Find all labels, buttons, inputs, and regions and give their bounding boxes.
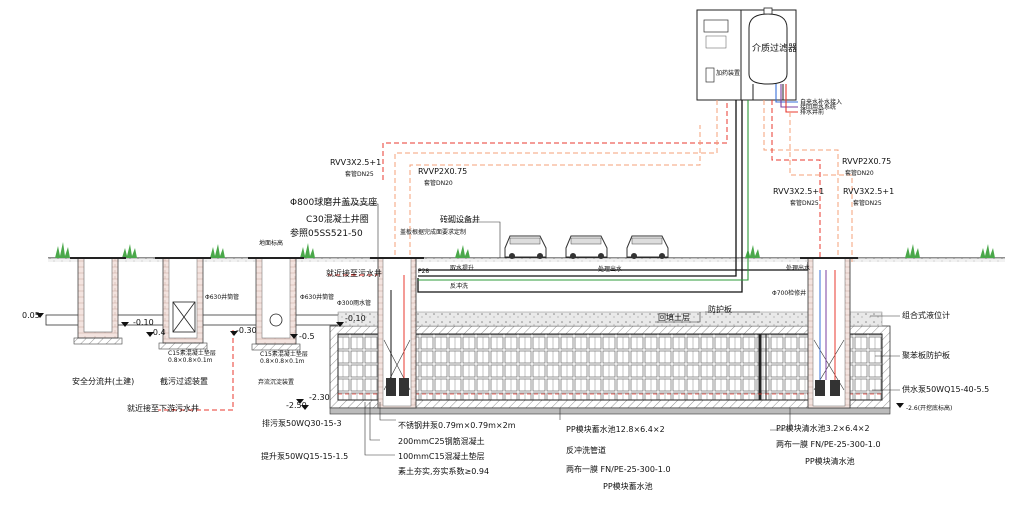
pipe-p-tag: P28: [418, 268, 430, 275]
legend-line3: 排水井前: [800, 109, 825, 116]
filter-outlet-pipes: [775, 84, 798, 113]
outflow-label: 处理出水: [598, 266, 623, 273]
pad2-label: C15素混凝土垫层: [260, 351, 308, 358]
elevation-markers: [36, 313, 904, 410]
elev-3: -0.4: [150, 328, 166, 337]
steel-well-label: 不锈钢井泵0.79m×0.79m×2m: [398, 421, 516, 430]
pad1-size-label: 0.8×0.8×0.1m: [168, 357, 213, 364]
equipment-well-right: [800, 257, 858, 409]
right-cable-b-conduit-label: 套管DN25: [853, 200, 882, 207]
safety-diversion-well: [70, 257, 126, 345]
right-signal-label: RVVP2X0.75: [842, 157, 892, 166]
elev-1: 0.05: [22, 311, 40, 320]
elev-4: -0.30: [236, 326, 257, 335]
car-icon: [565, 235, 608, 259]
equipment-well-left: [370, 257, 424, 409]
protect-board-label: 防护板: [708, 305, 732, 314]
outflow-right-label: 处理出水: [786, 265, 811, 272]
equipment-cover-note: 盖板根据完成面要求定制: [400, 229, 467, 236]
right-signal-conduit-label: 套管DN20: [845, 170, 874, 177]
leader-lines: [345, 203, 900, 456]
pipe-300-tag: Φ300雨水管: [337, 300, 372, 307]
clear-pool-label: PP模块清水池3.2×6.4×2: [776, 424, 870, 433]
dosing-box-label: 加药装置: [716, 70, 741, 77]
level-meter-label: 组合式液位计: [902, 311, 950, 320]
right-cable-b-label: RVV3X2.5+1: [843, 187, 895, 196]
filter-device-label: 截污过滤装置: [160, 377, 208, 386]
elev-6: -0.10: [345, 314, 366, 323]
cushion-label: 100mmC15混凝土垫层: [398, 452, 485, 461]
left-signal-label: RVVP2X0.75: [418, 167, 468, 176]
equipment-well-note: 砖砌设备井: [440, 215, 480, 224]
pipe-630b-tag: Φ630井筒管: [300, 294, 335, 301]
pad1-label: C15素混凝土垫层: [168, 350, 216, 357]
elev-2: -0.10: [133, 318, 154, 327]
well-ring-note: C30混凝土井圈: [306, 215, 369, 225]
drain-pump-label: 排污泵50WQ30-15-3: [262, 419, 342, 428]
elev-9: -2.6(开挖底标高): [906, 405, 953, 412]
cable-runs: [382, 100, 853, 262]
main-pipe: [417, 100, 809, 293]
clear-pool-title: PP模块清水池: [805, 457, 855, 466]
sediment-well: [248, 257, 304, 351]
flush-label: 反冲洗: [450, 283, 469, 290]
car-icon: [626, 235, 669, 259]
sewer-well-label: 就近接至污水井: [326, 269, 382, 278]
pipe-700-tag: Φ700检修井: [772, 290, 807, 297]
clear-membrane-label: 两布一膜 FN/PE-25-300-1.0: [776, 440, 881, 449]
pe-board-label: 聚苯板防护板: [902, 351, 950, 360]
elev-7: -2.30: [309, 393, 330, 402]
safety-well-label: 安全分流井(土建): [72, 377, 135, 386]
supply-pump-label: 供水泵50WQ15-40-5.5: [902, 385, 990, 394]
pool-title: PP模块蓄水池: [603, 482, 653, 491]
flush-pipe-label: 反冲洗管道: [566, 446, 606, 455]
car-icon: [504, 235, 547, 259]
base-slab-label: 200mmC25钢筋混凝土: [398, 437, 485, 446]
ground-rim-label: 地面标高: [259, 240, 284, 247]
module-pool-label: PP模块蓄水池12.8×6.4×2: [566, 425, 665, 434]
compaction-label: 素土夯实,夯实系数≥0.94: [398, 467, 490, 476]
elev-5: -0.5: [299, 332, 315, 341]
left-sewer-runs: [158, 274, 380, 411]
sediment-device-label: 弃流沉淀装置: [258, 379, 295, 386]
lift-pump-label: 提升泵50WQ15-15-1.5: [261, 452, 349, 461]
intercepting-filter-well: [155, 257, 211, 350]
intake-label: 取水提升: [450, 265, 475, 272]
right-cable-a-label: RVV3X2.5+1: [773, 187, 825, 196]
sewer-down-label: 就近接至下游污水井: [127, 404, 199, 413]
right-cable-a-conduit-label: 套管DN25: [790, 200, 819, 207]
filter-label: 介质过滤器: [752, 44, 798, 54]
legend-line2: 接回用水系统: [800, 104, 837, 111]
elev-8: -2.50: [286, 401, 307, 410]
control-cabinet: [696, 7, 797, 101]
well-ref-note: 参照05SS521-50: [290, 229, 363, 239]
left-cable-label: RVV3X2.5+1: [330, 158, 382, 167]
left-signal-conduit-label: 套管DN20: [424, 180, 453, 187]
left-conduit-label: 套管DN25: [345, 171, 374, 178]
backfill-label: 回填土层: [658, 313, 690, 322]
membrane-label: 两布一膜 FN/PE-25-300-1.0: [566, 465, 671, 474]
storage-tank: [329, 311, 891, 415]
pad2-size-label: 0.8×0.8×0.1m: [260, 358, 305, 365]
green-pipe: [418, 100, 749, 281]
grass-tufts: [55, 242, 995, 258]
legend-line1: 自来水补水接入: [800, 99, 843, 106]
pipe-630a-tag: Φ630井筒管: [205, 294, 240, 301]
well-cover-note: Φ800球磨井盖及支座: [290, 198, 378, 208]
